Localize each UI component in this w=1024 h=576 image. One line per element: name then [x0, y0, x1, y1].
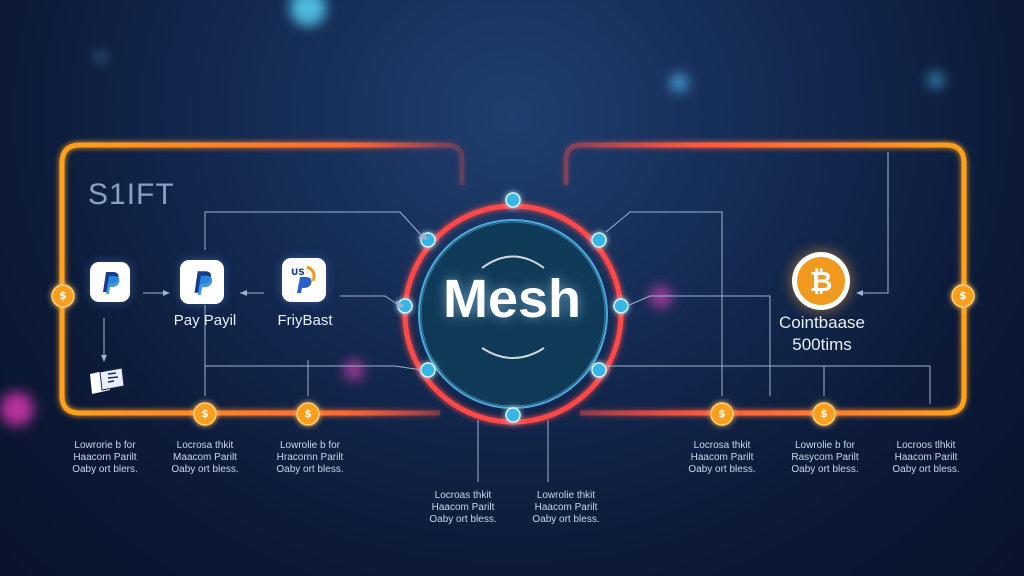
fribybast-label: FriyBast: [277, 312, 333, 329]
coinbase-label-line1: Cointbaase: [778, 313, 865, 332]
ring-node: [505, 407, 521, 423]
connectors-right: [605, 152, 931, 404]
ring-node: [613, 298, 629, 314]
caption-line: Oaby ort bless.: [892, 464, 960, 475]
diagram-title: S1IFT: [88, 178, 175, 211]
caption-line: Haacom Parilt: [894, 452, 958, 463]
caption-line: Lowrolie b for: [794, 440, 856, 451]
caption-line: Locroos tlhkit: [896, 440, 956, 451]
ring-node: [591, 232, 607, 248]
caption-line: Haacom Parilt: [690, 452, 754, 463]
caption-5: Lowrolie thkit Haacom Parilt Oaby ort bl…: [506, 490, 626, 526]
badge-right-bottom-2-label: $: [820, 407, 828, 420]
caption-line: Lowrorie b for: [74, 440, 136, 451]
badge-left-edge: [51, 284, 75, 308]
svg-text:US: US: [291, 268, 305, 278]
caption-line: Locrosa thkit: [693, 440, 751, 451]
ring-node: [420, 362, 436, 378]
caption-line: Oaby ort bless.: [688, 464, 756, 475]
caption-line: Locrosa thkit: [176, 440, 234, 451]
bitcoin-glyph: ₿: [797, 257, 845, 305]
paypal-label: Pay Payil: [173, 312, 237, 329]
caption-line: Lowrolie thkit: [536, 490, 596, 501]
mesh-label: Mesh: [442, 269, 582, 329]
connectors-left: [103, 211, 549, 482]
coinbase-label-line2: 500tims: [792, 335, 852, 354]
badge-left-bottom-1-label: $: [201, 407, 209, 420]
caption-8: Locroos tlhkit Haacom Parilt Oaby ort bl…: [866, 440, 986, 476]
caption-line: Oaby ort bless.: [532, 514, 600, 525]
caption-3: Lowrolie b for Hracornn Parilt Oaby ort …: [250, 440, 370, 476]
caption-line: Locroas thkit: [434, 490, 492, 501]
badge-right-bottom-2: [812, 402, 836, 426]
caption-6: Locrosa thkit Haacom Parilt Oaby ort ble…: [662, 440, 782, 476]
badge-left-bottom-2-label: $: [304, 407, 312, 420]
paypal-icon: [90, 262, 130, 302]
badge-right-bottom-1-label: $: [718, 407, 726, 420]
ring-node: [505, 192, 521, 208]
caption-line: Lowrolie b for: [279, 440, 341, 451]
badge-right-edge-label: $: [959, 289, 967, 302]
badge-right-edge: [951, 284, 975, 308]
caption-line: Oaby ort bless.: [791, 464, 859, 475]
caption-line: Maacom Parilt: [173, 452, 237, 463]
document-icon: [86, 366, 128, 396]
caption-1: Lowrorie b for Haacorn Parilt Oaby ort b…: [45, 440, 165, 476]
caption-line: Haacorn Parilt: [73, 452, 137, 463]
badge-left-bottom-1: [193, 402, 217, 426]
caption-line: Rasycom Parilt: [791, 452, 859, 463]
caption-line: Hracornn Parilt: [276, 452, 344, 463]
ring-node: [591, 362, 607, 378]
caption-2: Locrosa thkit Maacom Parilt Oaby ort ble…: [145, 440, 265, 476]
caption-line: Oaby ort blers.: [72, 464, 138, 475]
left-frame: [59, 142, 465, 416]
fribybast-icon: US: [282, 258, 326, 302]
caption-line: Haacom Parilt: [534, 502, 598, 513]
badge-left-bottom-2: [296, 402, 320, 426]
paypal-icon: [180, 260, 224, 304]
bitcoin-icon: ₿: [792, 252, 850, 310]
caption-7: Lowrolie b for Rasycom Parilt Oaby ort b…: [765, 440, 885, 476]
badge-right-bottom-1: [710, 402, 734, 426]
coinbase-label: Cointbaase 500tims: [760, 312, 884, 356]
caption-4: Locroas thkit Haacom Parilt Oaby ort ble…: [403, 490, 523, 526]
right-frame: [563, 142, 967, 416]
badge-left-edge-label: $: [59, 289, 67, 302]
caption-line: Oaby ort bless.: [171, 464, 239, 475]
caption-line: Oaby ort bless.: [429, 514, 497, 525]
caption-line: Oaby ort bless.: [276, 464, 344, 475]
caption-line: Haacom Parilt: [431, 502, 495, 513]
